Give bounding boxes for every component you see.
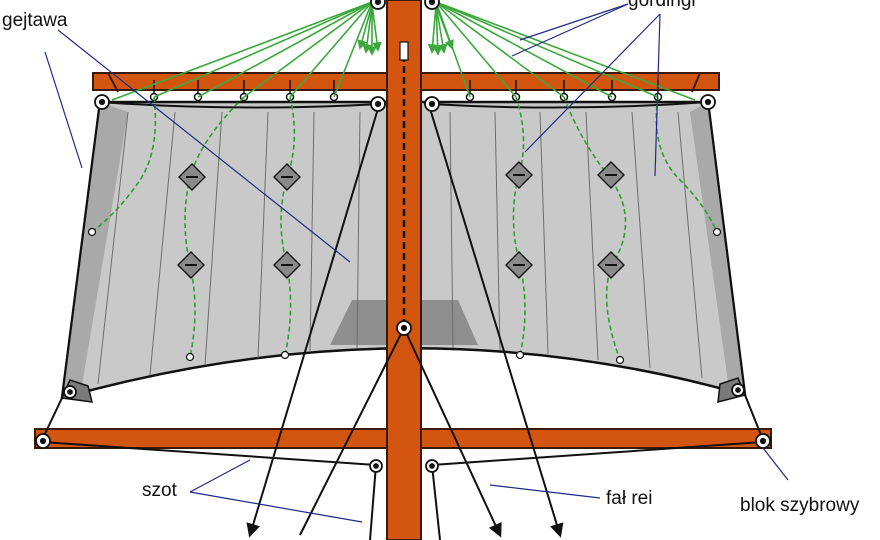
block-icon xyxy=(35,433,51,449)
clew-lines xyxy=(41,101,764,540)
sail-right-leech-shade xyxy=(690,102,745,395)
halyard-sheave xyxy=(399,41,409,61)
label-fal-rei: fał rei xyxy=(606,488,652,509)
block-icon xyxy=(369,459,383,473)
lower-yard-left xyxy=(34,428,388,449)
reef-cringle-icon xyxy=(597,251,625,279)
label-gordingi: gordingi xyxy=(628,0,696,11)
sail-rings xyxy=(87,227,722,365)
block-icon xyxy=(424,96,440,112)
reef-cringle-icon xyxy=(177,251,205,279)
reef-cringle-icon xyxy=(273,251,301,279)
buntlines xyxy=(111,1,696,101)
block-icon xyxy=(63,385,77,399)
label-gejtawa: gejtawa xyxy=(2,10,68,31)
reef-cringle-icon xyxy=(273,163,301,191)
reef-cringle-icon xyxy=(178,163,206,191)
block-icon xyxy=(94,94,110,110)
sail-head-roping xyxy=(99,101,709,109)
upper-yard-right xyxy=(420,72,720,91)
block-icon xyxy=(755,433,771,449)
label-szot: szot xyxy=(142,480,178,501)
block-icon xyxy=(731,383,745,397)
reef-cringle-icon xyxy=(597,161,625,189)
block-icon xyxy=(370,96,386,112)
block-icon xyxy=(425,459,439,473)
reef-cringle-icon xyxy=(505,251,533,279)
lower-yard-right xyxy=(420,428,772,449)
upper-yard-left xyxy=(92,72,388,91)
reef-cringles xyxy=(177,161,625,279)
blocks xyxy=(35,0,771,473)
reef-cringle-icon xyxy=(505,161,533,189)
block-icon xyxy=(424,0,440,10)
leader-lines xyxy=(44,3,789,523)
block-icon xyxy=(700,94,716,110)
buntline-falls xyxy=(357,4,454,56)
sail-left-leech-shade xyxy=(62,102,128,398)
block-icon xyxy=(370,0,386,10)
label-blok-szybrowy: blok szybrowy xyxy=(740,495,860,516)
block-icon xyxy=(396,320,412,336)
